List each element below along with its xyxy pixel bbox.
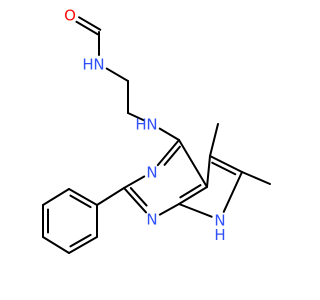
atom-n2-hydrogen: H — [135, 116, 146, 134]
bond-ph1-ph2 — [68, 188, 98, 206]
bond-c6-n5 — [222, 171, 243, 213]
atom-n1-hydrogen: H — [82, 56, 93, 74]
bond-o1-cf-double — [78, 16, 102, 31]
atom-n5-hydrogen: H — [214, 226, 225, 244]
bond-c4a-c4 — [178, 139, 208, 188]
bond-c2-n2 — [127, 112, 145, 122]
bond-n4-c7a — [158, 203, 180, 216]
bond-c2p-n4 — [123, 187, 147, 214]
bond-c6-m6 — [241, 171, 271, 185]
bond-c4-n3 — [156, 139, 180, 167]
bond-n2-c4 — [158, 127, 180, 141]
bond-ph5-ph6 — [68, 236, 98, 254]
atom-n5-label: N — [214, 212, 225, 230]
bond-c4-n3-double — [163, 145, 181, 166]
bond-c2p-ph1 — [96, 187, 125, 206]
bond-c5-c6-double — [211, 161, 237, 176]
bond-c5-m5 — [209, 123, 219, 157]
bond-c5-c6 — [209, 155, 243, 173]
bond-c4a-c5 — [206, 155, 211, 188]
bond-n1-c1 — [105, 67, 129, 82]
bond-c7a-c4a-double — [179, 184, 202, 199]
bond-n3-c2p — [123, 175, 146, 189]
bond-ph2-ph3 — [42, 188, 70, 206]
bond-ph5-ph6-double — [69, 233, 92, 248]
bond-ph1-ph2-double — [69, 194, 92, 209]
bond-o1-cf-double — [75, 20, 99, 36]
atom-n2-label: N — [146, 116, 157, 134]
atom-n1-label: N — [93, 56, 104, 74]
bond-ph4-ph5 — [42, 236, 70, 254]
bond-c7a-c4a — [178, 186, 208, 205]
atom-o1-label: O — [64, 7, 76, 25]
bond-n5-c7a — [178, 203, 213, 218]
atom-n4-label: N — [146, 211, 157, 229]
bond-layer — [42, 16, 271, 254]
bond-c2p-n4-double — [129, 187, 148, 207]
atom-n3-label: N — [146, 164, 157, 182]
